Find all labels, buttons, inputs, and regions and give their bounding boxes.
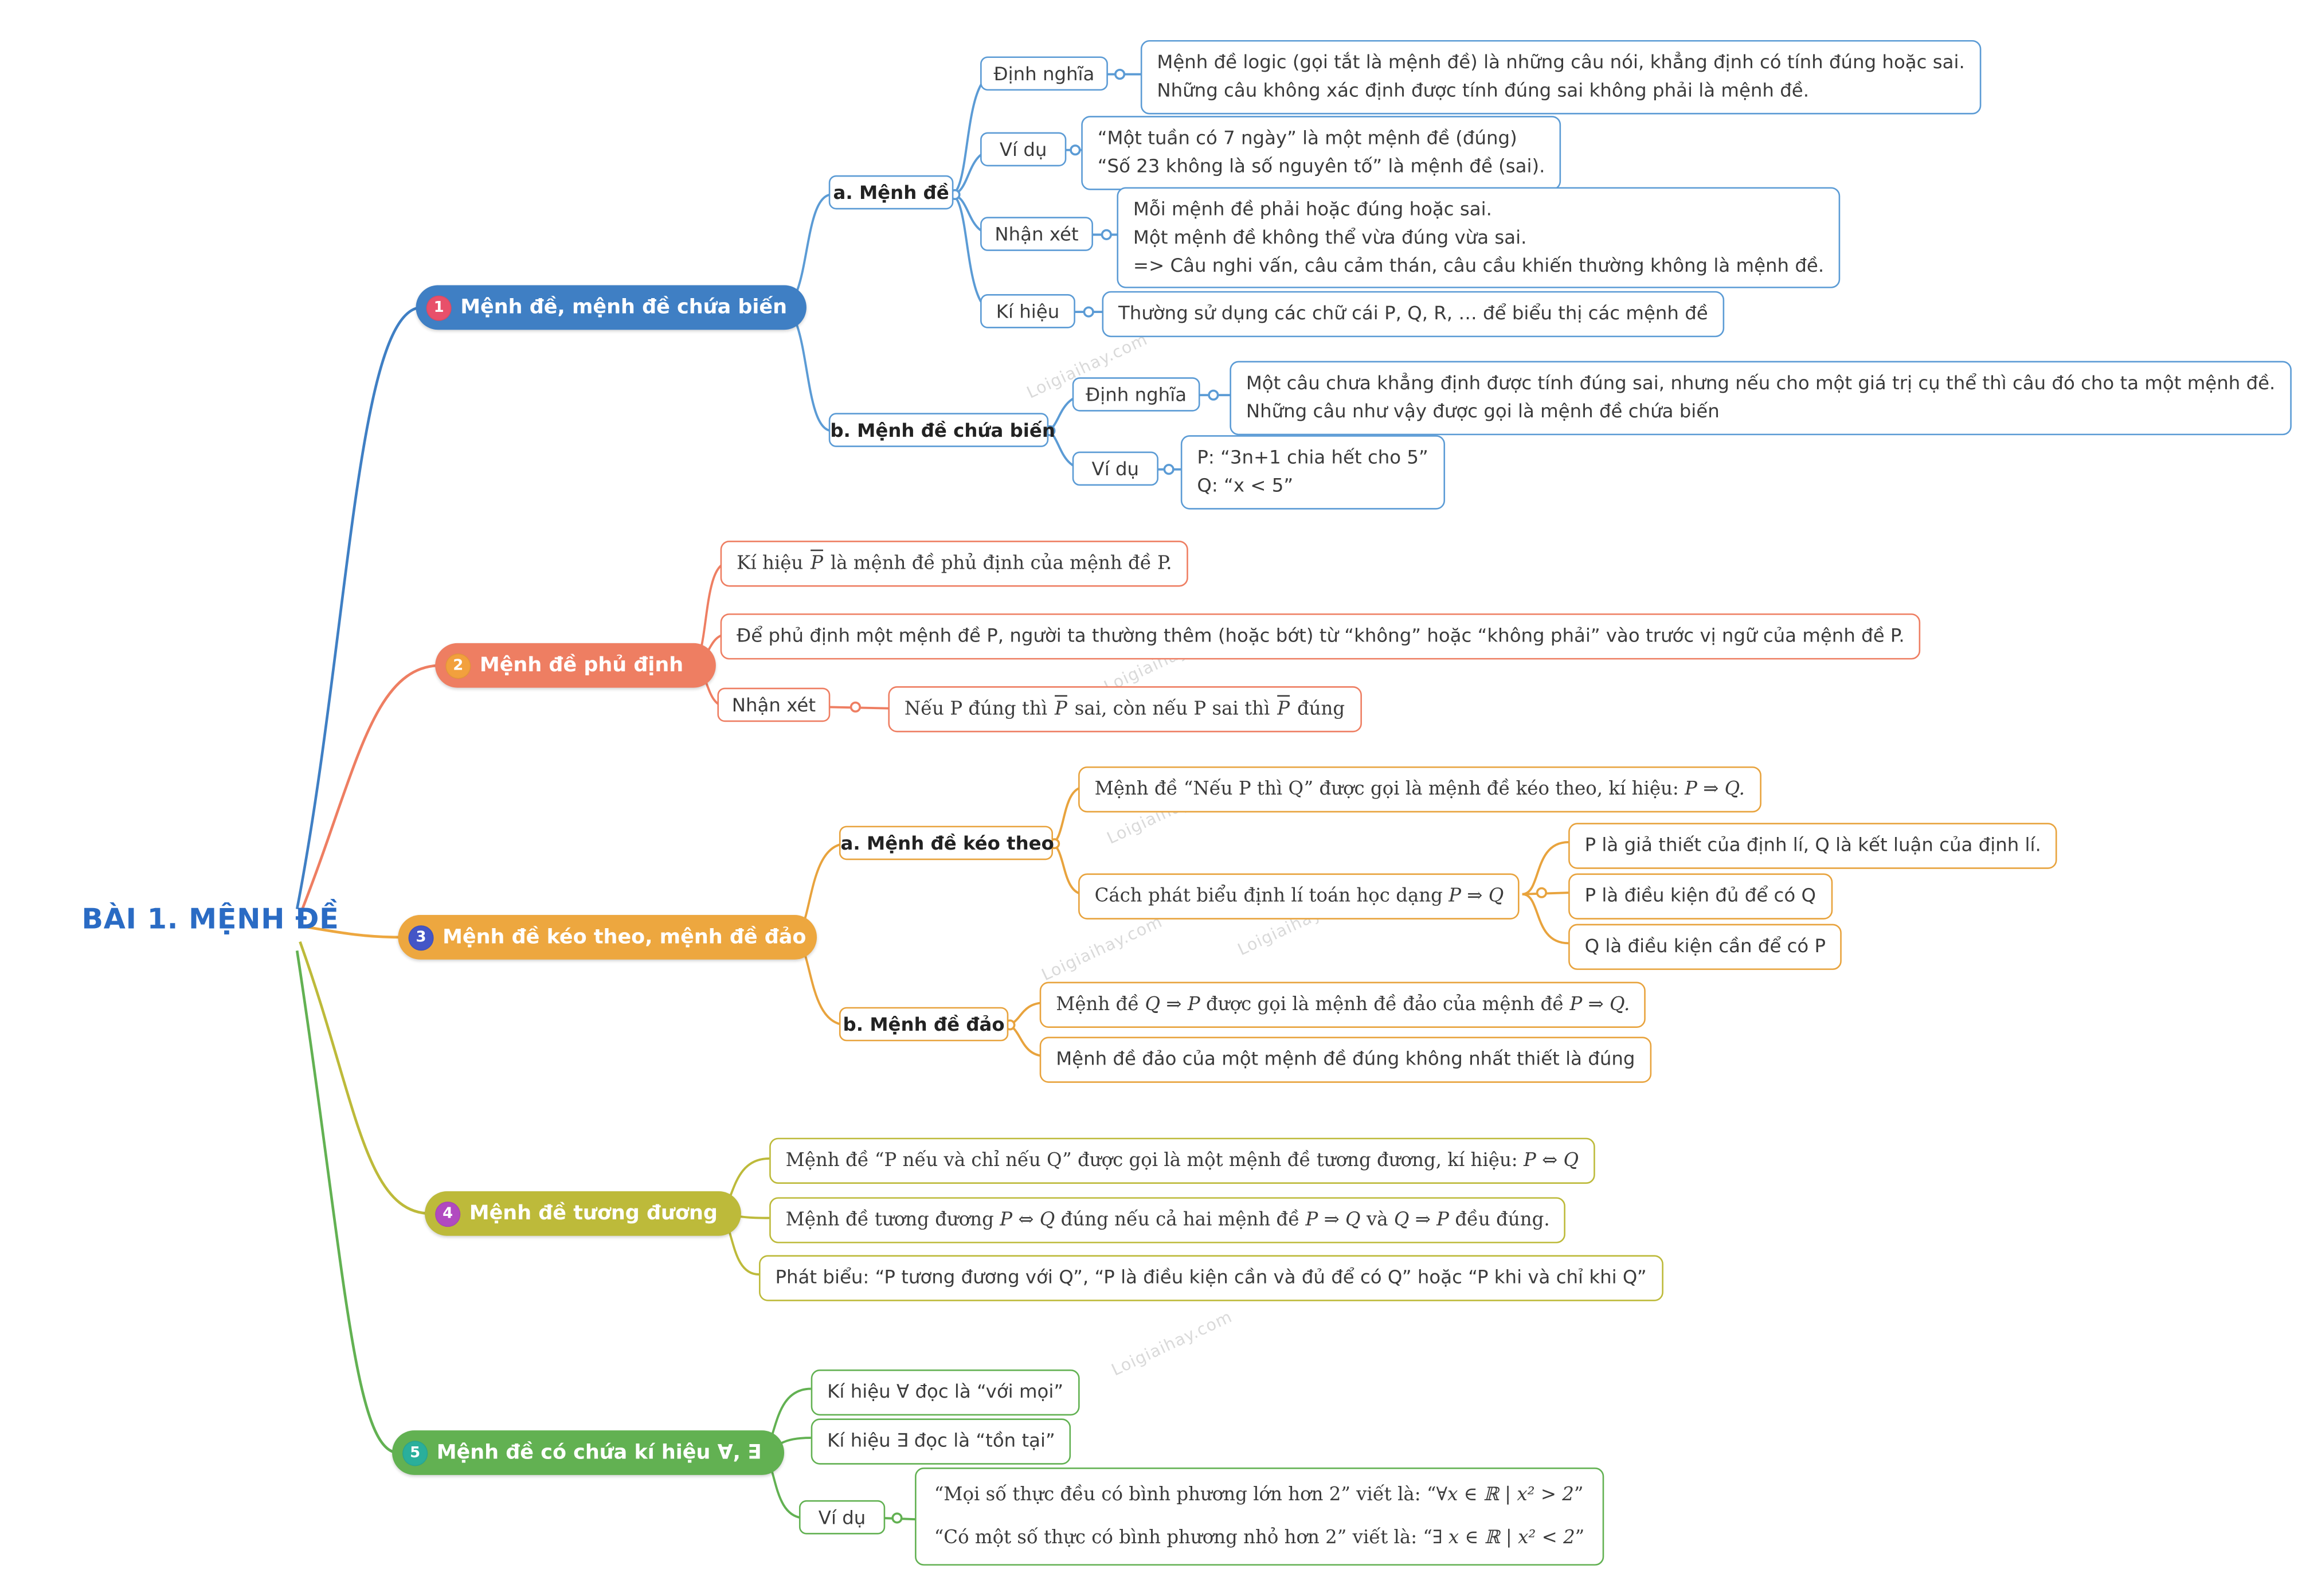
branch1-a-dinhnghia-label: Định nghĩa [980, 56, 1108, 91]
branch5-kihieu-tontai-box: Kí hiệu ∃ đọc là “tồn tại” [811, 1418, 1072, 1465]
branch4-title: Mệnh đề tương đương [469, 1202, 718, 1226]
branch2-title: Mệnh đề phủ định [479, 654, 684, 678]
math-expression: Q ⇒ P [1145, 992, 1200, 1015]
branch1-a-vidu-label: Ví dụ [980, 132, 1067, 167]
text-part: và [1366, 1207, 1388, 1230]
math-expression: ∀x ∈ ℝ | x² > 2 [1436, 1482, 1574, 1505]
branch1-b-subhead: b. Mệnh đề chứa biến [828, 413, 1055, 447]
branch1-pill: 1 Mệnh đề, mệnh đề chứa biến [416, 285, 807, 330]
text-part: ” [1575, 1525, 1585, 1548]
branch5-pill: 5 Mệnh đề có chứa kí hiệu ∀, ∃ [392, 1430, 785, 1475]
text-part: “Có một số thực có bình phương nhỏ hơn 2… [934, 1525, 1432, 1548]
text-line: Những câu như vậy được gọi là mệnh đề ch… [1246, 399, 1720, 422]
math-expression: P ⇒ Q [1305, 1207, 1361, 1230]
text-part: đúng nếu cả hai mệnh đề [1060, 1207, 1300, 1230]
branch1-title: Mệnh đề, mệnh đề chứa biến [460, 295, 788, 320]
branch3-b-subhead: b. Mệnh đề đảo [839, 1007, 1009, 1042]
text-line: P: “3n+1 chia hết cho 5” [1197, 445, 1428, 468]
branch3-pill: 3 Mệnh đề kéo theo, mệnh đề đảo [398, 915, 817, 960]
text-part: “Mọi số thực đều có bình phương lớn hơn … [934, 1482, 1436, 1505]
branch3-a-keotheo-box: Mệnh đề “Nếu P thì Q” được gọi là mệnh đ… [1078, 766, 1761, 812]
branch1-b-dinhnghia-label: Định nghĩa [1072, 377, 1200, 412]
math-expression: P ⇒ Q. [1685, 777, 1745, 799]
branch1-b-vidu-label: Ví dụ [1072, 451, 1158, 486]
branch1-a-nhanxet-box: Mỗi mệnh đề phải hoặc đúng hoặc sai. Một… [1117, 187, 1841, 289]
branch3-badge: 3 [408, 924, 434, 950]
math-expression: ∃ x ∈ ℝ | x² < 2 [1432, 1525, 1575, 1548]
math-expression: Q ⇒ P [1393, 1207, 1450, 1230]
branch1-b-dinhnghia-box: Một câu chưa khẳng định được tính đúng s… [1230, 361, 2292, 435]
branch3-a-sub1-box: P là giả thiết của định lí, Q là kết luậ… [1568, 823, 2058, 869]
text-line: “Một tuần có 7 ngày” là một mệnh đề (đún… [1097, 126, 1517, 149]
text-part: Mệnh đề “Nếu P thì Q” được gọi là mệnh đ… [1094, 777, 1679, 799]
text-line: Những câu không xác định được tính đúng … [1157, 78, 1809, 101]
branch1-a-kihieu-label: Kí hiệu [980, 294, 1075, 328]
branch2-badge: 2 [445, 652, 471, 678]
branch1-a-subhead: a. Mệnh đề [828, 175, 954, 210]
text-line: Một mệnh đề không thể vừa đúng vừa sai. [1133, 225, 1527, 248]
branch3-a-subhead: a. Mệnh đề kéo theo [839, 826, 1054, 860]
root-title: BÀI 1. MỆNH ĐỀ [81, 903, 339, 936]
p-negation-symbol: P [1277, 697, 1290, 719]
text-part: là mệnh đề phủ định của mệnh đề P. [830, 551, 1172, 574]
branch3-b-dao-box: Mệnh đề Q ⇒ P được gọi là mệnh đề đảo củ… [1039, 981, 1646, 1028]
branch5-vidu-label: Ví dụ [798, 1500, 886, 1535]
text-part: Mệnh đề “P nếu và chỉ nếu Q” được gọi là… [785, 1148, 1518, 1171]
branch4-pill: 4 Mệnh đề tương đương [425, 1191, 741, 1236]
text-line: “Số 23 không là số nguyên tố” là mệnh đề… [1097, 154, 1545, 177]
branch5-title: Mệnh đề có chứa kí hiệu ∀, ∃ [436, 1441, 762, 1465]
branch5-kihieu-vomoi-box: Kí hiệu ∀ đọc là “với mọi” [811, 1369, 1080, 1415]
branch4-badge: 4 [435, 1200, 461, 1226]
math-expression: P ⇔ Q [1000, 1207, 1055, 1230]
text-part: đúng [1297, 697, 1345, 719]
branch2-kihieu-box: Kí hiệu P là mệnh đề phủ định của mệnh đ… [720, 541, 1189, 586]
text-line: Q: “x < 5” [1197, 473, 1294, 496]
p-negation-symbol: P [1055, 697, 1067, 719]
branch4-dinhnghia-box: Mệnh đề “P nếu và chỉ nếu Q” được gọi là… [769, 1137, 1595, 1184]
branch4-phatbieu-box: Phát biểu: “P tương đương với Q”, “P là … [759, 1255, 1663, 1301]
text-part: đều đúng. [1455, 1207, 1550, 1230]
branch1-a-kihieu-box: Thường sử dụng các chữ cái P, Q, R, … để… [1102, 291, 1725, 337]
p-negation-symbol: P [811, 551, 823, 574]
text-part: Kí hiệu [737, 551, 804, 574]
text-part: Nếu P đúng thì [904, 697, 1048, 719]
branch1-a-dinhnghia-box: Mệnh đề logic (gọi tắt là mệnh đề) là nh… [1140, 40, 1982, 114]
branch1-b-vidu-box: P: “3n+1 chia hết cho 5” Q: “x < 5” [1180, 435, 1445, 509]
branch2-nhanxet-label: Nhận xét [717, 687, 831, 722]
text-line: => Câu nghi vấn, câu cảm thán, câu cầu k… [1133, 253, 1825, 276]
branch2-pill: 2 Mệnh đề phủ định [435, 643, 716, 688]
branch1-a-nhanxet-label: Nhận xét [980, 217, 1093, 251]
text-part: sai, còn nếu P sai thì [1074, 697, 1270, 719]
text-part: được gọi là mệnh đề đảo của mệnh đề [1205, 992, 1564, 1015]
text-part: ” [1573, 1482, 1584, 1505]
math-expression: P ⇒ Q [1448, 883, 1504, 906]
text-part: Cách phát biểu định lí toán học dạng [1094, 883, 1443, 906]
math-expression: P ⇒ Q. [1569, 992, 1630, 1015]
text-line: Một câu chưa khẳng định được tính đúng s… [1246, 371, 2276, 394]
branch3-a-sub3-box: Q là điều kiện cần để có P [1568, 924, 1842, 970]
math-expression: P ⇔ Q [1524, 1148, 1579, 1171]
branch2-nhanxet-box: Nếu P đúng thì P sai, còn nếu P sai thì … [888, 686, 1361, 732]
text-part: Mệnh đề [1056, 992, 1140, 1015]
text-line: Mệnh đề logic (gọi tắt là mệnh đề) là nh… [1157, 50, 1965, 73]
branch2-phudinh-box: Để phủ định một mệnh đề P, người ta thườ… [720, 613, 1921, 659]
text-line: “Có một số thực có bình phương nhỏ hơn 2… [934, 1524, 1584, 1552]
branch3-title: Mệnh đề kéo theo, mệnh đề đảo [443, 925, 807, 949]
branch1-a-vidu-box: “Một tuần có 7 ngày” là một mệnh đề (đún… [1081, 116, 1561, 190]
branch3-a-sub2-box: P là điều kiện đủ để có Q [1568, 873, 1833, 920]
branch3-b-note-box: Mệnh đề đảo của một mệnh đề đúng không n… [1039, 1036, 1651, 1083]
text-line: Mỗi mệnh đề phải hoặc đúng hoặc sai. [1133, 197, 1492, 220]
branch4-dieukien-box: Mệnh đề tương đương P ⇔ Q đúng nếu cả ha… [769, 1197, 1567, 1243]
branch5-badge: 5 [402, 1439, 428, 1466]
branch3-a-phatbieu-box: Cách phát biểu định lí toán học dạng P ⇒… [1078, 873, 1520, 920]
text-part: Mệnh đề tương đương [785, 1207, 994, 1230]
branch1-badge: 1 [426, 295, 452, 320]
branch5-vidu-box: “Mọi số thực đều có bình phương lớn hơn … [915, 1467, 1604, 1565]
text-line: “Mọi số thực đều có bình phương lớn hơn … [934, 1481, 1584, 1509]
